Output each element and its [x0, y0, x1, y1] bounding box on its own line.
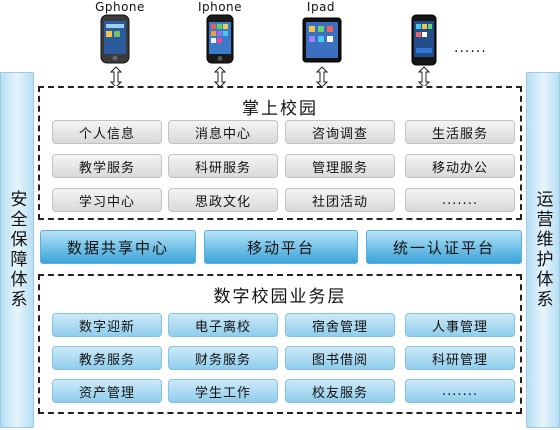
device-label-gphone: Gphone — [95, 0, 145, 14]
devices-ellipsis: ...... — [454, 40, 487, 56]
module-mobile-office[interactable]: 移动办公 — [405, 154, 515, 178]
module-library-borrowing[interactable]: 图书借阅 — [285, 346, 395, 370]
module-dorm-management[interactable]: 宿舍管理 — [285, 313, 395, 337]
module-hr-management[interactable]: 人事管理 — [405, 313, 515, 337]
android-phone-icon — [100, 14, 130, 64]
module-research-management[interactable]: 科研管理 — [405, 346, 515, 370]
module-management-service[interactable]: 管理服务 — [285, 154, 395, 178]
smartphone-icon — [411, 14, 437, 66]
device-label-iphone: Iphone — [197, 0, 243, 14]
module-ideology-culture[interactable]: 思政文化 — [168, 188, 278, 212]
security-system-pillar: 安全保障体系 — [0, 72, 34, 428]
unified-auth-platform-bar[interactable]: 统一认证平台 — [366, 230, 522, 264]
module-finance-service[interactable]: 财务服务 — [168, 346, 278, 370]
module-asset-management[interactable]: 资产管理 — [52, 379, 162, 403]
operations-system-label: 运营维护体系 — [532, 190, 553, 310]
module-student-affairs[interactable]: 学生工作 — [168, 379, 278, 403]
mobile-campus-title: 掌上校园 — [242, 99, 318, 119]
device-label-ipad: Ipad — [306, 0, 336, 14]
module-message-center[interactable]: 消息中心 — [168, 120, 278, 144]
business-layer-title: 数字校园业务层 — [213, 287, 347, 307]
mobile-platform-bar[interactable]: 移动平台 — [204, 230, 358, 264]
module-digital-welcome[interactable]: 数字迎新 — [52, 313, 162, 337]
security-system-label: 安全保障体系 — [6, 190, 27, 310]
double-arrow-icon — [110, 66, 122, 88]
module-academic-affairs[interactable]: 教务服务 — [52, 346, 162, 370]
double-arrow-icon — [316, 66, 328, 88]
module-club-activities[interactable]: 社团活动 — [285, 188, 395, 212]
module-more[interactable]: ....... — [405, 188, 515, 212]
ipad-icon — [302, 17, 342, 63]
module-survey[interactable]: 咨询调查 — [285, 120, 395, 144]
data-sharing-center-bar[interactable]: 数据共享中心 — [40, 230, 196, 264]
module-life-service[interactable]: 生活服务 — [405, 120, 515, 144]
module-personal-info[interactable]: 个人信息 — [52, 120, 162, 144]
module-research-service[interactable]: 科研服务 — [168, 154, 278, 178]
module-teaching-service[interactable]: 教学服务 — [52, 154, 162, 178]
double-arrow-icon — [418, 66, 430, 88]
module-more-business[interactable]: ....... — [405, 379, 515, 403]
double-arrow-icon — [214, 66, 226, 88]
module-e-departure[interactable]: 电子离校 — [168, 313, 278, 337]
operations-system-pillar: 运营维护体系 — [526, 72, 560, 428]
module-alumni-service[interactable]: 校友服务 — [285, 379, 395, 403]
iphone-icon — [206, 14, 234, 64]
module-learning-center[interactable]: 学习中心 — [52, 188, 162, 212]
